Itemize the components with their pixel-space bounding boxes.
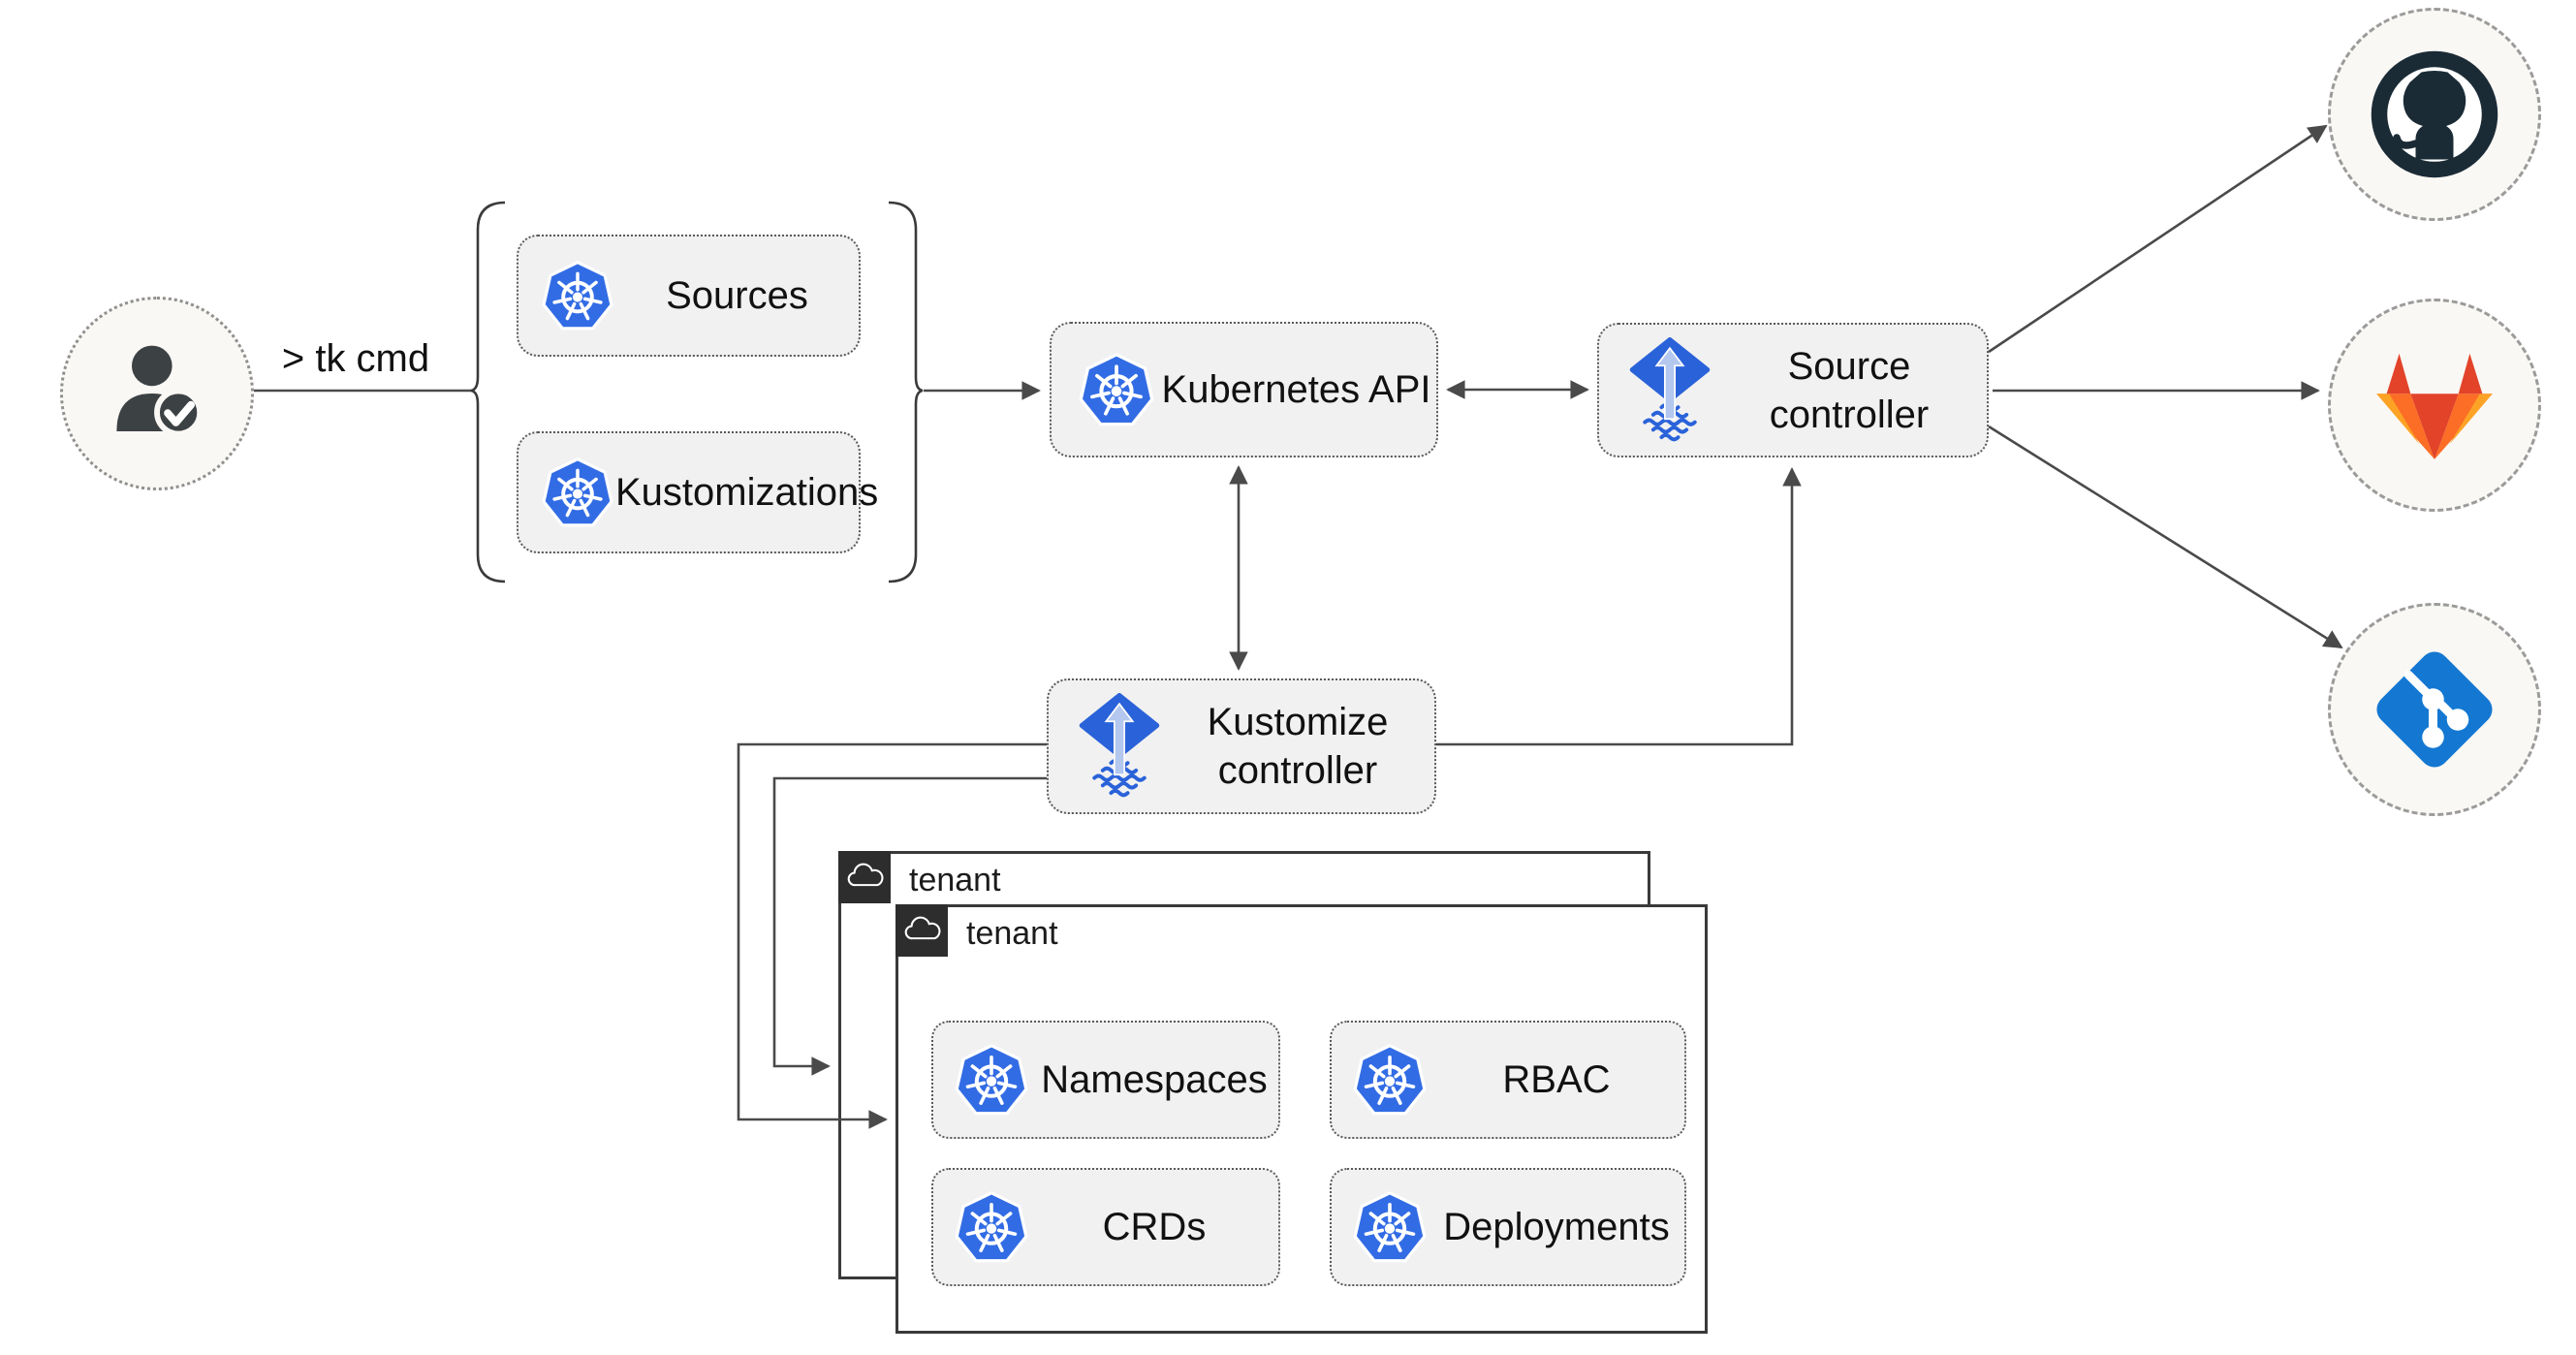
kustomize-controller-label: Kustomize controller [1207, 701, 1389, 792]
github-icon [2371, 50, 2498, 178]
bracket-left [470, 201, 506, 583]
tenant-front-label: tenant [966, 914, 1058, 952]
kubernetes-api-label: Kubernetes API [1161, 368, 1431, 411]
kubernetes-icon [1077, 350, 1156, 429]
git-icon [2376, 651, 2493, 768]
kustomize-controller-box: Kustomize controller [1047, 678, 1436, 814]
gitlab-circle [2328, 299, 2541, 512]
edge-source-github [1988, 124, 2328, 354]
crds-box: CRDs [931, 1168, 1280, 1286]
edge-kustomize-source [1436, 467, 1802, 746]
bracket-right [888, 201, 924, 583]
edge-source-git [1988, 425, 2343, 649]
flux-icon [1628, 337, 1712, 444]
git-circle [2328, 603, 2541, 816]
source-controller-label: Source controller [1769, 344, 1930, 436]
kubernetes-icon [1351, 1188, 1429, 1266]
kubernetes-icon [540, 258, 615, 333]
github-circle [2328, 8, 2541, 221]
deployments-box: Deployments [1330, 1168, 1686, 1286]
sources-box: Sources [517, 235, 861, 357]
namespaces-label: Namespaces [1041, 1058, 1268, 1101]
flux-icon [1078, 693, 1161, 800]
command-label: > tk cmd [281, 337, 430, 380]
rbac-box: RBAC [1330, 1021, 1686, 1139]
crds-label: CRDs [1102, 1206, 1207, 1248]
rbac-label: RBAC [1502, 1058, 1611, 1101]
sources-label: Sources [666, 274, 808, 317]
namespaces-box: Namespaces [931, 1021, 1280, 1139]
user-circle [60, 297, 254, 490]
kubernetes-icon [953, 1188, 1030, 1266]
kubernetes-api-box: Kubernetes API [1050, 322, 1438, 457]
gitlab-icon [2376, 353, 2493, 459]
kustomizations-label: Kustomizations [615, 471, 879, 514]
cloud-icon [838, 851, 891, 903]
source-controller-box: Source controller [1597, 323, 1989, 457]
deployments-label: Deployments [1443, 1206, 1670, 1248]
tenant-back-label: tenant [909, 861, 1001, 898]
kubernetes-icon [953, 1041, 1030, 1119]
kubernetes-icon [540, 455, 615, 530]
cloud-icon [895, 904, 948, 957]
user-icon [116, 345, 204, 437]
kustomizations-box: Kustomizations [517, 431, 878, 553]
kubernetes-icon [1351, 1041, 1429, 1119]
